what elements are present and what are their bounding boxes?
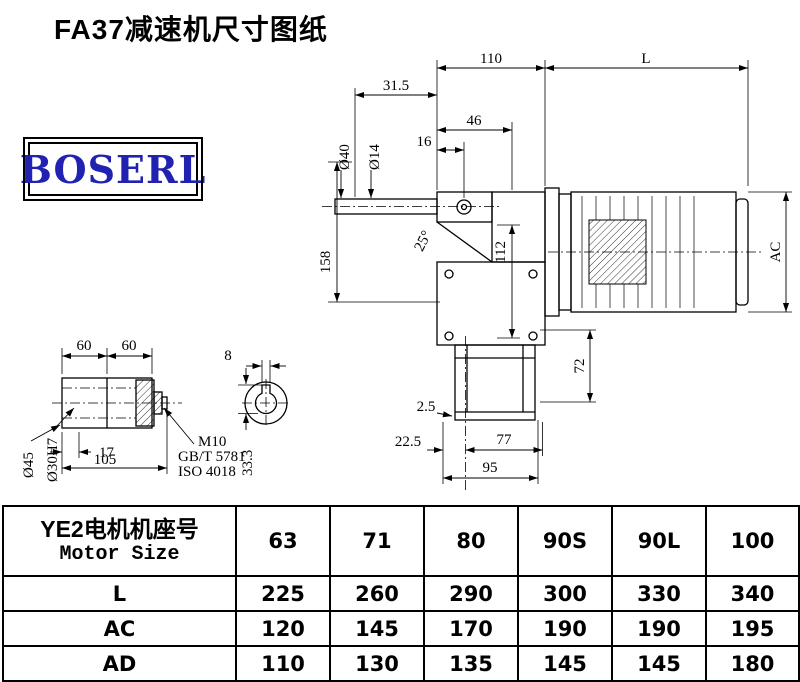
page-title: FA37减速机尺寸图纸 <box>54 14 328 45</box>
table-cell: 195 <box>705 610 800 647</box>
technical-drawing: 110 L 31.5 46 16 Ø40 Ø14 25° 158 112 AC … <box>21 51 792 492</box>
table-cell: 145 <box>517 645 613 682</box>
motor-size-header-cell: YE2电机机座号 Motor Size <box>2 505 237 577</box>
table-cell: 225 <box>235 575 331 612</box>
dim-95-label: 95 <box>483 460 498 476</box>
motor-size-col: 71 <box>329 505 425 577</box>
row-label: L <box>2 575 237 612</box>
boserl-logo: BOSERL <box>20 137 205 201</box>
dim-dia40-label: Ø40 <box>337 144 353 170</box>
dim-112-label: 112 <box>493 241 509 263</box>
table-row-AD: AD 110 130 135 145 145 180 <box>2 645 800 682</box>
dim-8-label: 8 <box>224 348 232 364</box>
dimension-labels-main: 110 L 31.5 46 16 Ø40 Ø14 25° 158 112 AC … <box>318 51 784 476</box>
table-cell: 170 <box>423 610 519 647</box>
table-cell: 120 <box>235 610 331 647</box>
dimension-lines <box>30 64 790 482</box>
table-cell: 330 <box>611 575 707 612</box>
table-cell: 190 <box>611 610 707 647</box>
table-cell: 130 <box>329 645 425 682</box>
note-gbt: GB/T 5781 <box>178 449 246 465</box>
dim-33-3-label: 33.3 <box>240 450 256 476</box>
dim-77-label: 77 <box>497 432 513 448</box>
dim-158-label: 158 <box>318 251 334 274</box>
motor-size-col: 90L <box>611 505 707 577</box>
dim-AC-label: AC <box>768 242 784 263</box>
motor-size-col: 80 <box>423 505 519 577</box>
table-cell: 110 <box>235 645 331 682</box>
motor-size-header-en: Motor Size <box>59 543 180 567</box>
dim-dia30-label: Ø30H7 <box>45 437 61 482</box>
boserl-logo-text: BOSERL <box>19 146 207 192</box>
table-cell: 340 <box>705 575 800 612</box>
dim-dia14-label: Ø14 <box>367 144 383 170</box>
motor-size-col: 100 <box>705 505 800 577</box>
dim-46-label: 46 <box>467 113 483 129</box>
dim-dia45-label: Ø45 <box>21 452 37 478</box>
motor-size-col: 63 <box>235 505 331 577</box>
table-cell: 260 <box>329 575 425 612</box>
table-row-AC: AC 120 145 170 190 190 195 <box>2 610 800 647</box>
table-cell: 190 <box>517 610 613 647</box>
dim-60-left-label: 60 <box>77 338 92 354</box>
note-m10: M10 <box>198 434 226 450</box>
note-iso: ISO 4018 <box>178 464 236 480</box>
dimension-labels-shaft: 60 60 8 Ø45 Ø30H7 17 105 M10 GB/T 5781 I… <box>21 338 256 482</box>
dim-31-5-label: 31.5 <box>383 78 409 94</box>
dim-2-5-label: 2.5 <box>417 399 436 415</box>
dim-105-label: 105 <box>94 452 117 468</box>
table-cell: 145 <box>329 610 425 647</box>
motor-dimension-table: YE2电机机座号 Motor Size 63 71 80 90S 90L 100… <box>2 505 800 682</box>
gearbox-motor-outline <box>334 187 749 421</box>
table-cell: 135 <box>423 645 519 682</box>
table-cell: 180 <box>705 645 800 682</box>
table-cell: 290 <box>423 575 519 612</box>
dim-60-right-label: 60 <box>122 338 137 354</box>
dim-22-5-label: 22.5 <box>395 434 421 450</box>
row-label: AC <box>2 610 237 647</box>
table-row-L: L 225 260 290 300 330 340 <box>2 575 800 612</box>
dim-L-label: L <box>641 51 650 67</box>
dim-16-label: 16 <box>417 134 433 150</box>
row-label: AD <box>2 645 237 682</box>
table-header-row: YE2电机机座号 Motor Size 63 71 80 90S 90L 100 <box>2 505 800 577</box>
motor-size-col: 90S <box>517 505 613 577</box>
dim-72-label: 72 <box>572 359 588 374</box>
motor-size-header-cn: YE2电机机座号 <box>40 515 199 542</box>
shaft-detail-outline <box>61 377 288 429</box>
dim-110-label: 110 <box>480 51 502 67</box>
table-cell: 145 <box>611 645 707 682</box>
table-cell: 300 <box>517 575 613 612</box>
dim-17-label: 17 <box>99 445 115 461</box>
dim-angle-label: 25° <box>412 228 436 254</box>
extension-lines <box>61 60 792 484</box>
